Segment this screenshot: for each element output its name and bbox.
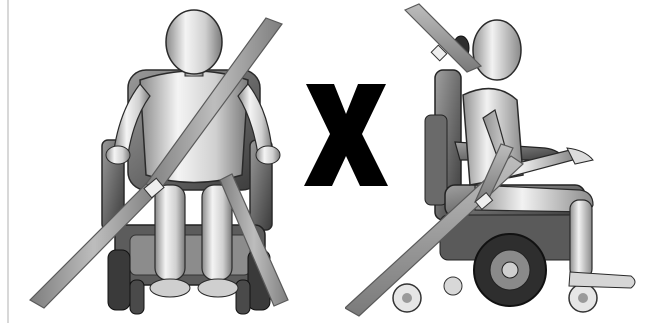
- front-view-drawing: [10, 0, 300, 323]
- side-view-drawing: [345, 0, 645, 323]
- wheelchair-occupant-front-icon: [10, 0, 300, 323]
- occupant-head: [166, 10, 222, 74]
- wheelchair-occupant-side-icon: [345, 0, 645, 323]
- occupant-head-side: [473, 20, 521, 80]
- left-edge-divider: [7, 0, 9, 323]
- shoulder-belt-upper: [405, 4, 481, 72]
